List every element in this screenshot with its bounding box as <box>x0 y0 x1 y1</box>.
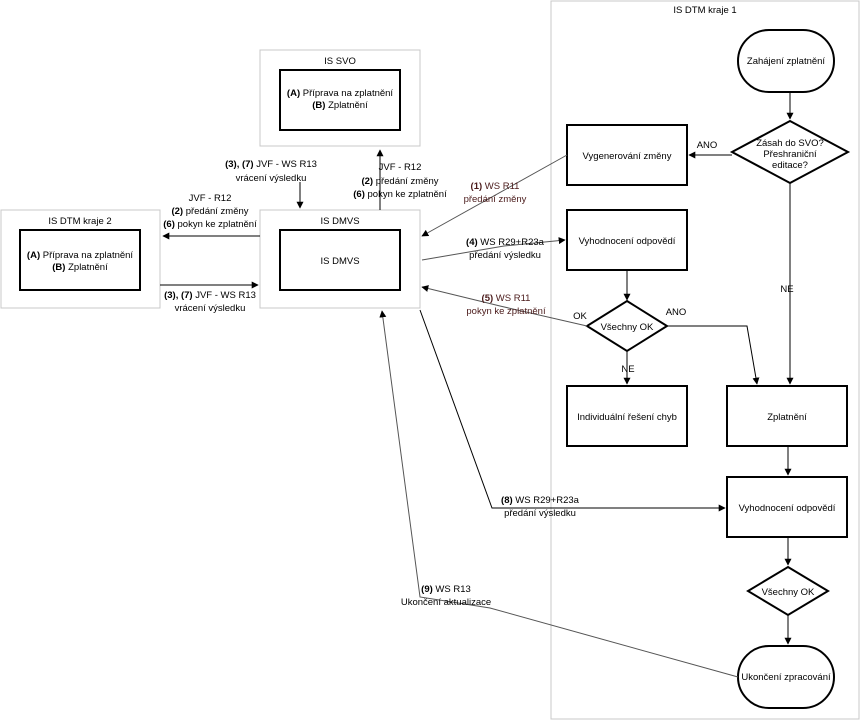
start-label: Zahájení zplatnění <box>747 56 826 67</box>
label-ano-1: ANO <box>697 140 718 151</box>
vygenerovani-label: Vygenerování změny <box>583 151 672 162</box>
dtm2-title: IS DTM kraje 2 <box>48 216 111 227</box>
individualni-label: Individuální řešení chyb <box>577 412 677 423</box>
dtm2-send-label-3: (6) pokyn ke zplatnění <box>163 219 257 230</box>
label-ne-1: NE <box>780 284 793 295</box>
e5-label-1: (5) WS R11 <box>482 293 531 304</box>
svo-title: IS SVO <box>324 56 356 67</box>
dtm2-inner-line1: (A) Příprava na zplatnění <box>27 250 134 261</box>
edge-dmvs-to-vyhodnoceni1 <box>421 237 566 261</box>
label-ano-2: ANO <box>666 307 687 318</box>
e1-label-1: (1) WS R11 <box>471 181 520 192</box>
e5-label-2: pokyn ke zplatnění <box>466 306 546 317</box>
decision-svo-line2: Přeshraniční <box>763 149 817 160</box>
edge-vygenerovani-to-dmvs <box>421 154 568 237</box>
e9-label-1: (9) WS R13 <box>421 584 471 595</box>
dtm2-return-label-2: vrácení výsledku <box>175 303 246 314</box>
e1-label-2: předání změny <box>464 194 527 205</box>
svo-inner-line1: (A) Příprava na zplatnění <box>287 88 394 99</box>
dtm2-return-label-1: (3), (7) JVF - WS R13 <box>164 290 256 301</box>
e9-label-2: Ukončení aktualizace <box>401 597 491 608</box>
individualni-box <box>566 385 688 447</box>
edge-end-to-dmvs <box>379 310 739 678</box>
decision-svo-line3: editace? <box>772 160 808 171</box>
dtm1-title: IS DTM kraje 1 <box>673 5 736 16</box>
vyhodnoceni2-label: Vyhodnocení odpovědí <box>739 503 836 514</box>
vyhodnoceni1-box <box>566 209 688 271</box>
decision-vsechny-ok-1-label: Všechny OK <box>601 322 654 333</box>
edge-decision2-ano <box>667 325 760 385</box>
edge-decision2-to-dmvs <box>421 285 588 327</box>
vyhodnoceni2-box <box>726 476 848 538</box>
svo-send-label-1: JVF - R12 <box>379 162 422 173</box>
decision-svo-line1: Zásah do SVO? <box>756 138 824 149</box>
dtm2-inner-box <box>19 229 141 291</box>
end-label: Ukončení zpracování <box>741 672 831 683</box>
dtm2-inner-line2: (B) Zplatnění <box>52 262 108 273</box>
svo-send-label-2: (2) předání změny <box>361 176 438 187</box>
dtm2-send-label-1: JVF - R12 <box>189 193 232 204</box>
zplatneni-box <box>726 385 848 447</box>
e8-label-2: předání výsledku <box>504 508 576 519</box>
e4-label-1: (4) WS R29+R23a <box>466 237 545 248</box>
label-ok: OK <box>573 311 587 322</box>
start-terminal <box>737 29 835 93</box>
svo-inner-box <box>279 69 401 131</box>
decision-vsechny-ok-2-label: Všechny OK <box>762 587 815 598</box>
dmvs-inner-box <box>279 229 401 291</box>
svo-inner-line2: (B) Zplatnění <box>312 100 368 111</box>
vyhodnoceni1-label: Vyhodnocení odpovědí <box>579 236 676 247</box>
dmvs-inner-label: IS DMVS <box>320 256 359 267</box>
svo-send-label-3: (6) pokyn ke zplatnění <box>353 189 447 200</box>
edge-dmvs-to-vyhodnoceni2 <box>419 309 726 512</box>
dmvs-title: IS DMVS <box>320 216 359 227</box>
svo-return-label-1: (3), (7) JVF - WS R13 <box>225 159 317 170</box>
label-ne-2: NE <box>621 364 634 375</box>
e8-label-1: (8) WS R29+R23a <box>501 495 580 506</box>
e4-label-2: předání výsledku <box>469 250 541 261</box>
dtm2-send-label-2: (2) předání změny <box>171 206 248 217</box>
dtm1-container <box>550 0 860 720</box>
svo-return-label-2: vrácení výsledku <box>236 173 307 184</box>
zplatneni-label: Zplatnění <box>767 412 807 423</box>
